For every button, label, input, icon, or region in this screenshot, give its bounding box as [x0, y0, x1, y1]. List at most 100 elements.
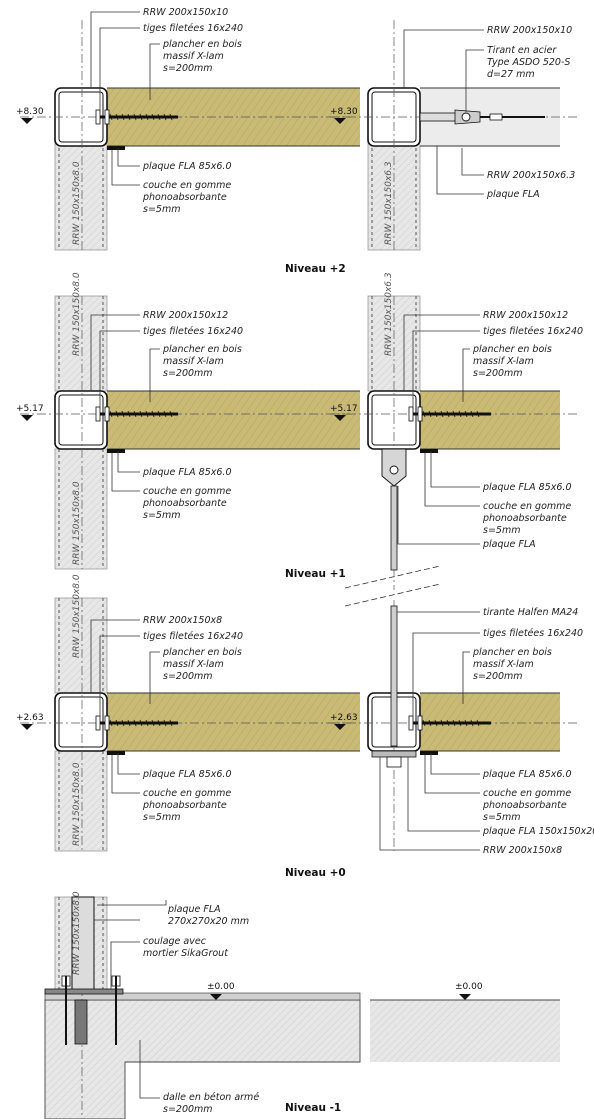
label-gomme-3: s=5mm: [143, 204, 180, 215]
timber-slab: [107, 391, 360, 449]
label-rrw: RRW 200x150x12: [143, 310, 228, 321]
label-plancher-1: plancher en bois: [472, 344, 552, 355]
label-gomme-1: couche en gomme: [483, 788, 571, 799]
label-fla270-2: 270x270x20 mm: [168, 916, 249, 927]
label-gomme-3: s=5mm: [483, 525, 520, 536]
detail-n1-right: +5.17 RRW 150x150x6.3 RRW 200x150x12 tig…: [330, 272, 583, 590]
label-gomme-2: phonoabsorbante: [142, 800, 227, 811]
label-rrw: RRW 200x150x8: [483, 845, 562, 856]
label-fla85: plaque FLA 85x6.0: [482, 769, 572, 780]
elevation-label: +5.17: [330, 404, 358, 414]
label-rrw63: RRW 200x150x6.3: [487, 170, 575, 181]
label-rrw: RRW 200x150x10: [143, 7, 228, 18]
label-plancher-2: massif X-lam: [473, 659, 534, 670]
elevation-label: +8.30: [330, 107, 358, 117]
label-plancher-3: s=200mm: [163, 63, 213, 74]
label-fla85: plaque FLA 85x6.0: [482, 482, 572, 493]
label-gomme-3: s=5mm: [483, 812, 520, 823]
label-fla: plaque FLA: [482, 539, 536, 550]
threaded-rod: [95, 406, 178, 422]
column-label-upper: RRW 150x150x8.0: [72, 574, 82, 658]
elevation-label: +2.63: [16, 713, 44, 723]
label-plancher-1: plancher en bois: [162, 39, 242, 50]
label-fla: plaque FLA: [486, 189, 540, 200]
label-gomme-3: s=5mm: [143, 510, 180, 521]
label-gomme-1: couche en gomme: [143, 486, 231, 497]
label-fla85: plaque FLA 85x6.0: [142, 769, 232, 780]
timber-slab: [420, 391, 560, 449]
label-gomme-2: phonoabsorbante: [142, 498, 227, 509]
level-title-n2: Niveau +2: [285, 263, 346, 275]
label-dalle-2: s=200mm: [163, 1104, 213, 1115]
label-plancher-1: plancher en bois: [162, 344, 242, 355]
elevation-label: +2.63: [330, 713, 358, 723]
elevation-label: ±0.00: [207, 982, 235, 992]
threaded-rod: [408, 406, 491, 422]
label-rrw: RRW 200x150x8: [143, 615, 222, 626]
base-plate: [371, 750, 417, 758]
label-plancher-2: massif X-lam: [473, 356, 534, 367]
grout-layer: [44, 992, 361, 1001]
threaded-rod: [95, 715, 178, 731]
column-label-lower: RRW 150x150x8.0: [72, 762, 82, 846]
column-label-upper: RRW 150x150x8.0: [72, 272, 82, 356]
label-gomme-2: phonoabsorbante: [482, 513, 567, 524]
base-plate: [44, 988, 124, 995]
label-plancher-3: s=200mm: [473, 671, 523, 682]
label-gomme-2: phonoabsorbante: [142, 192, 227, 203]
column-label-lower: RRW 150x150x8.0: [72, 481, 82, 565]
level-title-nm1: Niveau -1: [285, 1102, 341, 1114]
label-tiges: tiges filetées 16x240: [483, 326, 583, 337]
label-tiges: tiges filetées 16x240: [143, 326, 243, 337]
detail-nm1-right: ±0.00: [370, 982, 560, 1062]
label-plancher-2: massif X-lam: [163, 356, 224, 367]
label-plancher-3: s=200mm: [163, 368, 213, 379]
column-label: RRW 150x150x6.3: [384, 272, 394, 356]
label-gomme-3: s=5mm: [143, 812, 180, 823]
detail-n1-left: +5.17 RRW 150x150x8.0 RRW 150x150x8.0 RR…: [16, 272, 360, 570]
concrete-slab: [370, 1000, 560, 1062]
label-rrw: RRW 200x150x12: [483, 310, 568, 321]
detail-nm1-left: ±0.00 RRW 150x150x8.0 plaque FLA 270x270…: [44, 891, 361, 1119]
label-plancher-1: plancher en bois: [162, 647, 242, 658]
label-rrw: RRW 200x150x10: [487, 25, 572, 36]
level-title-n0: Niveau +0: [285, 867, 346, 879]
label-halfen: tirante Halfen MA24: [483, 607, 578, 618]
label-dalle-1: dalle en béton armé: [163, 1092, 259, 1103]
label-plancher-2: massif X-lam: [163, 659, 224, 670]
label-tiges: tiges filetées 16x240: [143, 631, 243, 642]
tie-rod-halfen: [390, 605, 398, 747]
label-coulage-2: mortier SikaGrout: [143, 948, 229, 959]
column-label: RRW 150x150x8.0: [72, 891, 82, 975]
threaded-rod: [408, 715, 491, 731]
label-tirant-3: d=27 mm: [487, 69, 535, 80]
label-tiges: tiges filetées 16x240: [483, 628, 583, 639]
label-tirant-1: Tirant en acier: [487, 45, 557, 56]
elevation-label: ±0.00: [455, 982, 483, 992]
label-tiges: tiges filetées 16x240: [143, 23, 243, 34]
steel-tie-rod: [419, 109, 545, 125]
detail-n2-right: +8.30 RRW 150x150x6.3 RRW 200x150x10 Tir…: [330, 20, 580, 251]
label-plancher-2: massif X-lam: [163, 51, 224, 62]
level-title-n1: Niveau +1: [285, 568, 346, 580]
label-plancher-1: plancher en bois: [472, 647, 552, 658]
label-fla150: plaque FLA 150x150x20: [482, 826, 594, 837]
label-plancher-3: s=200mm: [163, 671, 213, 682]
detail-n2-left: +8.30 RRW 150x150x8.0 RRW 200x150x10 tig…: [16, 7, 360, 251]
label-gomme-1: couche en gomme: [143, 180, 231, 191]
hanger-bracket: [381, 448, 407, 571]
label-fla85: plaque FLA 85x6.0: [142, 467, 232, 478]
label-fla270-1: plaque FLA: [167, 904, 221, 915]
column-label: RRW 150x150x8.0: [72, 161, 82, 245]
label-gomme-1: couche en gomme: [483, 501, 571, 512]
anchor-bolts: [61, 975, 121, 1045]
label-plancher-3: s=200mm: [473, 368, 523, 379]
column-label: RRW 150x150x6.3: [384, 161, 394, 245]
label-gomme-1: couche en gomme: [143, 788, 231, 799]
label-fla85: plaque FLA 85x6.0: [142, 161, 232, 172]
label-gomme-2: phonoabsorbante: [482, 800, 567, 811]
elevation-label: +5.17: [16, 404, 44, 414]
detail-n0-left: +2.63 RRW 150x150x8.0 RRW 150x150x8.0 RR…: [16, 574, 360, 852]
column-lower: [54, 129, 108, 251]
